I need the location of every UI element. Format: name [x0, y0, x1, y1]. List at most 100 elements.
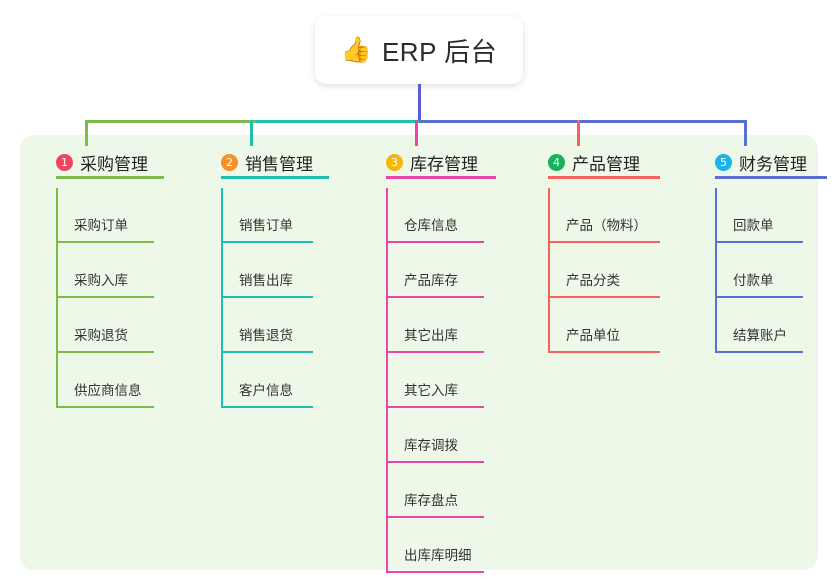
- category-title: 产品管理: [572, 154, 640, 174]
- category-column-4: 4 产品管理产品（物料） 产品分类产品单位: [530, 145, 664, 353]
- leaf-label: 回款单: [733, 218, 774, 233]
- category-title: 销售管理: [245, 154, 313, 174]
- leaf-label: 付款单: [733, 273, 774, 288]
- leaf-list-1: 采购订单采购入库采购退货供应商信息: [38, 188, 168, 408]
- leaf-underline: [715, 241, 803, 243]
- category-underline: [548, 176, 660, 179]
- category-underline: [386, 176, 496, 179]
- leaf-label: 其它入库: [404, 383, 458, 398]
- bus-purple-connector: [419, 120, 747, 123]
- leaf-node[interactable]: 供应商信息: [56, 353, 168, 408]
- leaf-node[interactable]: 库存盘点: [386, 463, 500, 518]
- leaf-underline: [386, 241, 484, 243]
- leaf-node[interactable]: 付款单: [715, 243, 831, 298]
- category-title: 采购管理: [80, 154, 148, 174]
- leaf-underline: [56, 241, 154, 243]
- leaf-underline: [386, 406, 484, 408]
- leaf-spine: [56, 188, 58, 408]
- thumbs-up-icon: 👍: [340, 35, 372, 64]
- leaf-list-2: 销售订单销售出库销售退货客户信息: [203, 188, 333, 408]
- leaf-label: 采购退货: [74, 328, 128, 343]
- leaf-label: 产品（物料）: [566, 218, 647, 233]
- leaf-node[interactable]: 客户信息: [221, 353, 333, 408]
- leaf-label: 供应商信息: [74, 383, 142, 398]
- leaf-node[interactable]: 产品（物料）: [548, 188, 664, 243]
- leaf-node[interactable]: 出库库明细: [386, 518, 500, 573]
- root-node[interactable]: 👍 ERP 后台: [315, 16, 523, 84]
- leaf-node[interactable]: 产品库存: [386, 243, 500, 298]
- leaf-node[interactable]: 采购入库: [56, 243, 168, 298]
- leaf-node[interactable]: 产品分类: [548, 243, 664, 298]
- leaf-node[interactable]: 其它出库: [386, 298, 500, 353]
- leaf-node[interactable]: 结算账户: [715, 298, 831, 353]
- category-number-badge: 1: [56, 153, 73, 171]
- category-underline: [56, 176, 164, 179]
- category-header-4[interactable]: 4 产品管理: [530, 145, 664, 179]
- drop-connector-2: [250, 120, 253, 146]
- category-underline: [715, 176, 827, 179]
- category-column-1: 1 采购管理采购订单采购入库采购退货供应商信息: [38, 145, 168, 408]
- category-number-badge: 3: [386, 153, 403, 171]
- category-column-3: 3 库存管理仓库信息产品库存其它出库其它入库库存调拨库存盘点出库库明细: [368, 145, 500, 573]
- leaf-node[interactable]: 销售订单: [221, 188, 333, 243]
- category-column-5: 5 财务管理回款单付款单结算账户: [697, 145, 831, 353]
- category-header-5[interactable]: 5 财务管理: [697, 145, 831, 179]
- root-title: ERP 后台: [381, 36, 498, 67]
- leaf-spine: [548, 188, 550, 353]
- leaf-node[interactable]: 仓库信息: [386, 188, 500, 243]
- leaf-list-5: 回款单付款单结算账户: [697, 188, 831, 353]
- leaf-underline: [386, 571, 484, 573]
- leaf-underline: [56, 296, 154, 298]
- leaf-node[interactable]: 销售退货: [221, 298, 333, 353]
- category-number-badge: 2: [221, 153, 238, 171]
- leaf-label: 仓库信息: [404, 218, 458, 233]
- leaf-underline: [715, 296, 803, 298]
- bus-teal-connector: [256, 120, 420, 123]
- leaf-label: 产品库存: [404, 273, 458, 288]
- leaf-label: 其它出库: [404, 328, 458, 343]
- leaf-spine: [221, 188, 223, 408]
- leaf-underline: [548, 296, 660, 298]
- leaf-spine: [386, 188, 388, 573]
- leaf-label: 出库库明细: [404, 548, 472, 563]
- category-number-badge: 4: [548, 153, 565, 171]
- leaf-underline: [548, 351, 660, 353]
- leaf-underline: [221, 241, 313, 243]
- leaf-label: 销售出库: [239, 273, 293, 288]
- leaf-underline: [548, 241, 660, 243]
- leaf-underline: [715, 351, 803, 353]
- leaf-label: 销售退货: [239, 328, 293, 343]
- leaf-underline: [386, 516, 484, 518]
- leaf-node[interactable]: 库存调拨: [386, 408, 500, 463]
- leaf-label: 采购订单: [74, 218, 128, 233]
- leaf-node[interactable]: 销售出库: [221, 243, 333, 298]
- category-number-badge: 5: [715, 153, 732, 171]
- leaf-label: 库存盘点: [404, 493, 458, 508]
- leaf-node[interactable]: 采购订单: [56, 188, 168, 243]
- leaf-label: 结算账户: [733, 328, 787, 343]
- leaf-underline: [386, 461, 484, 463]
- leaf-underline: [386, 351, 484, 353]
- drop-connector-1: [85, 120, 88, 146]
- leaf-list-3: 仓库信息产品库存其它出库其它入库库存调拨库存盘点出库库明细: [368, 188, 500, 573]
- leaf-node[interactable]: 采购退货: [56, 298, 168, 353]
- category-title: 财务管理: [739, 154, 807, 174]
- category-title: 库存管理: [410, 154, 478, 174]
- category-header-3[interactable]: 3 库存管理: [368, 145, 500, 179]
- leaf-spine: [715, 188, 717, 353]
- leaf-list-4: 产品（物料） 产品分类产品单位: [530, 188, 664, 353]
- category-header-1[interactable]: 1 采购管理: [38, 145, 168, 179]
- leaf-node[interactable]: 其它入库: [386, 353, 500, 408]
- leaf-underline: [386, 296, 484, 298]
- leaf-underline: [56, 351, 154, 353]
- leaf-underline: [221, 406, 313, 408]
- leaf-underline: [221, 351, 313, 353]
- category-underline: [221, 176, 329, 179]
- leaf-node[interactable]: 产品单位: [548, 298, 664, 353]
- drop-connector-3: [415, 120, 418, 146]
- category-header-2[interactable]: 2 销售管理: [203, 145, 333, 179]
- leaf-node[interactable]: 回款单: [715, 188, 831, 243]
- drop-connector-4: [577, 120, 580, 146]
- drop-connector-5: [744, 120, 747, 146]
